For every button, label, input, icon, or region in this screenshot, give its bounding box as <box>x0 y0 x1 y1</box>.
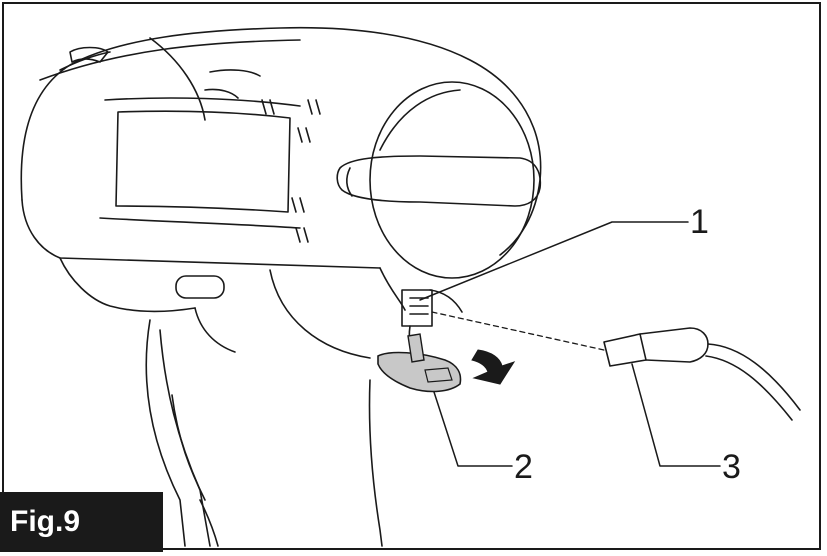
connection-line <box>431 311 605 351</box>
callout-1: 1 <box>690 203 709 241</box>
callout-2: 2 <box>514 448 533 486</box>
dial-handle <box>336 155 542 207</box>
mode-dial <box>369 81 535 279</box>
grip-outline <box>145 319 186 547</box>
direction-arrow <box>471 349 516 385</box>
usb-plug <box>603 333 647 367</box>
side-tab <box>175 275 225 299</box>
top-vent <box>69 46 109 63</box>
leader-3 <box>631 363 721 467</box>
usb-cable <box>707 343 801 411</box>
usb-port <box>401 289 433 327</box>
leader-1 <box>419 221 689 301</box>
side-window <box>115 110 291 213</box>
figure-label: Fig.9 <box>0 492 163 552</box>
figure-frame <box>2 2 821 550</box>
leader-2 <box>433 391 513 467</box>
callout-3: 3 <box>722 448 741 486</box>
